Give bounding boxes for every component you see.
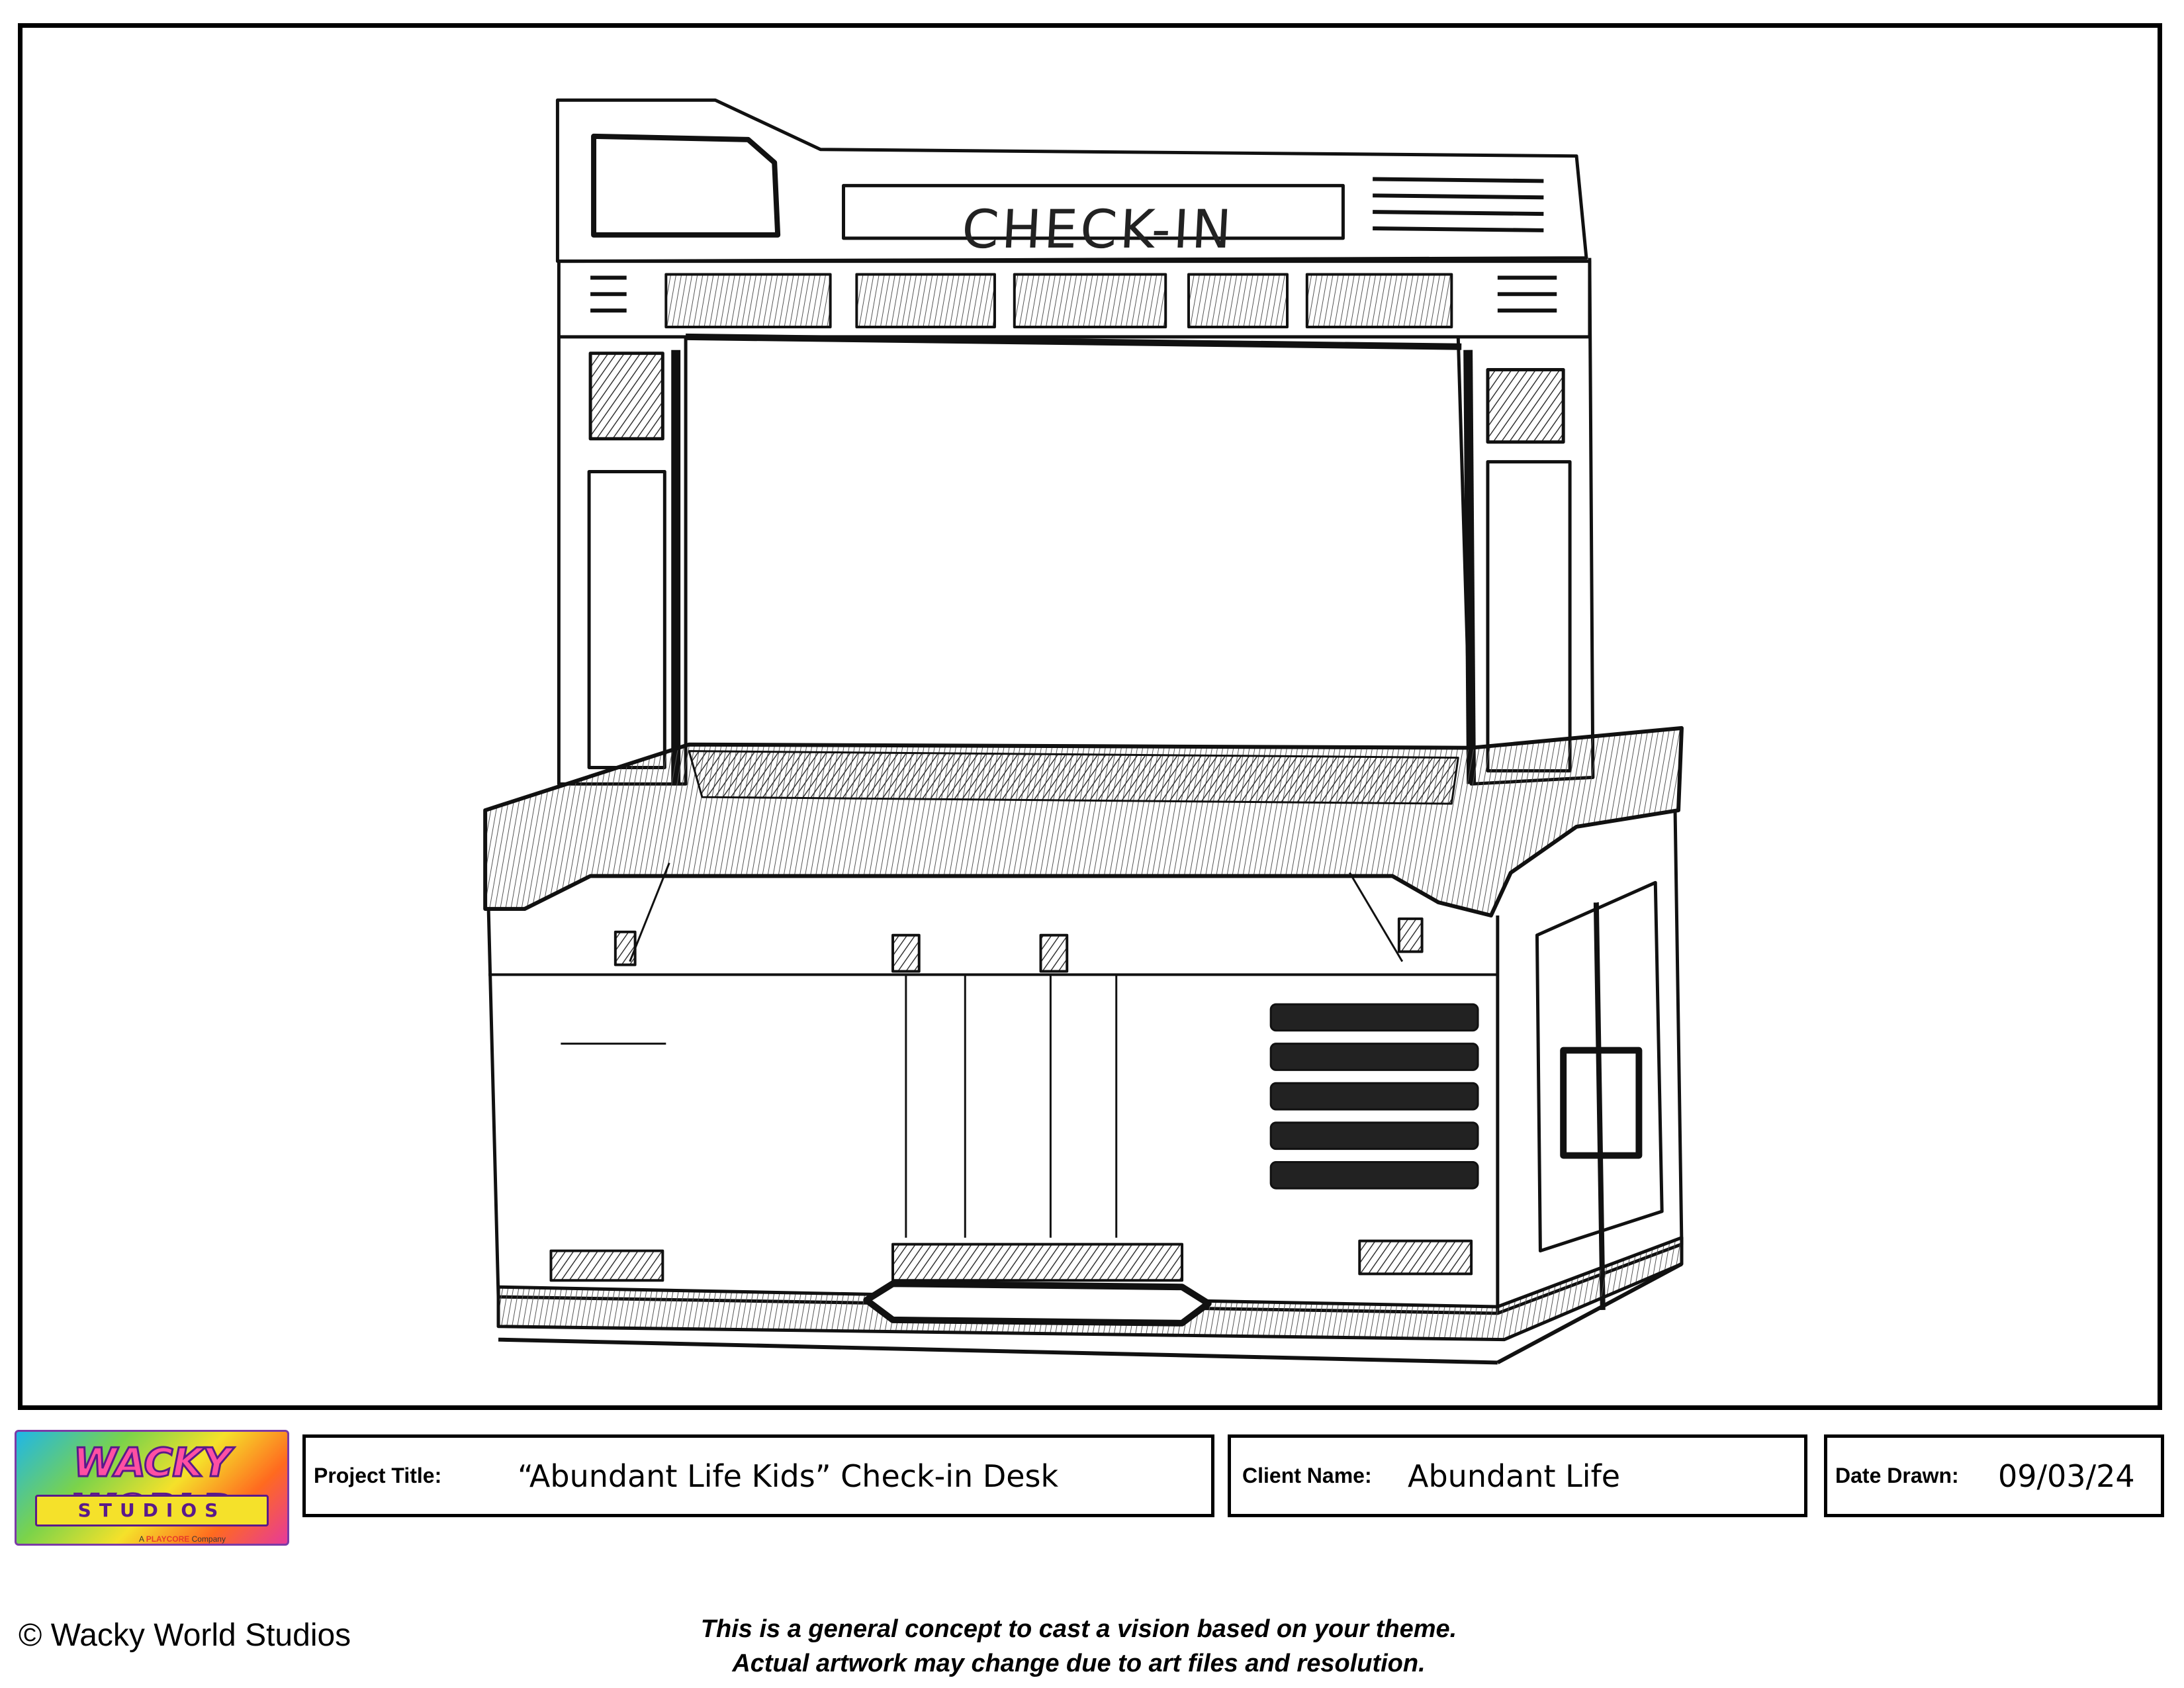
disclaimer-line-2: Actual artwork may change due to art fil…: [732, 1650, 1426, 1677]
check-in-sign-text: CHECK-IN: [960, 199, 1236, 260]
project-title-value: “Abundant Life Kids” Check-in Desk: [518, 1458, 1059, 1494]
client-name-label: Client Name:: [1242, 1464, 1372, 1487]
date-drawn-field: Date Drawn: 09/03/24: [1824, 1434, 2164, 1517]
check-in-desk-sketch: [483, 98, 1684, 1365]
wacky-world-studios-logo: WACKY WORLD STUDIOS: [15, 1430, 289, 1546]
vent-grille: [1269, 1003, 1479, 1190]
header-vent-lines: [1373, 177, 1544, 232]
project-title-label: Project Title:: [314, 1464, 442, 1487]
project-title-field: Project Title: “Abundant Life Kids” Chec…: [302, 1434, 1214, 1517]
drawing-frame: CHECK-IN: [18, 23, 2162, 1410]
client-name-field: Client Name: Abundant Life: [1228, 1434, 1807, 1517]
logo-tagline: A PLAYCORE Company: [139, 1534, 226, 1544]
client-name-value: Abundant Life: [1408, 1458, 1621, 1494]
disclaimer-line-1: This is a general concept to cast a visi…: [700, 1615, 1457, 1643]
disclaimer: This is a general concept to cast a visi…: [615, 1612, 1542, 1681]
date-drawn-value: 09/03/24: [1998, 1458, 2135, 1494]
copyright-notice: © Wacky World Studios: [19, 1618, 351, 1653]
slat-panels: [664, 273, 1453, 328]
side-door: [1535, 880, 1664, 1253]
date-drawn-label: Date Drawn:: [1835, 1464, 1959, 1487]
logo-studios: STUDIOS: [35, 1495, 269, 1526]
